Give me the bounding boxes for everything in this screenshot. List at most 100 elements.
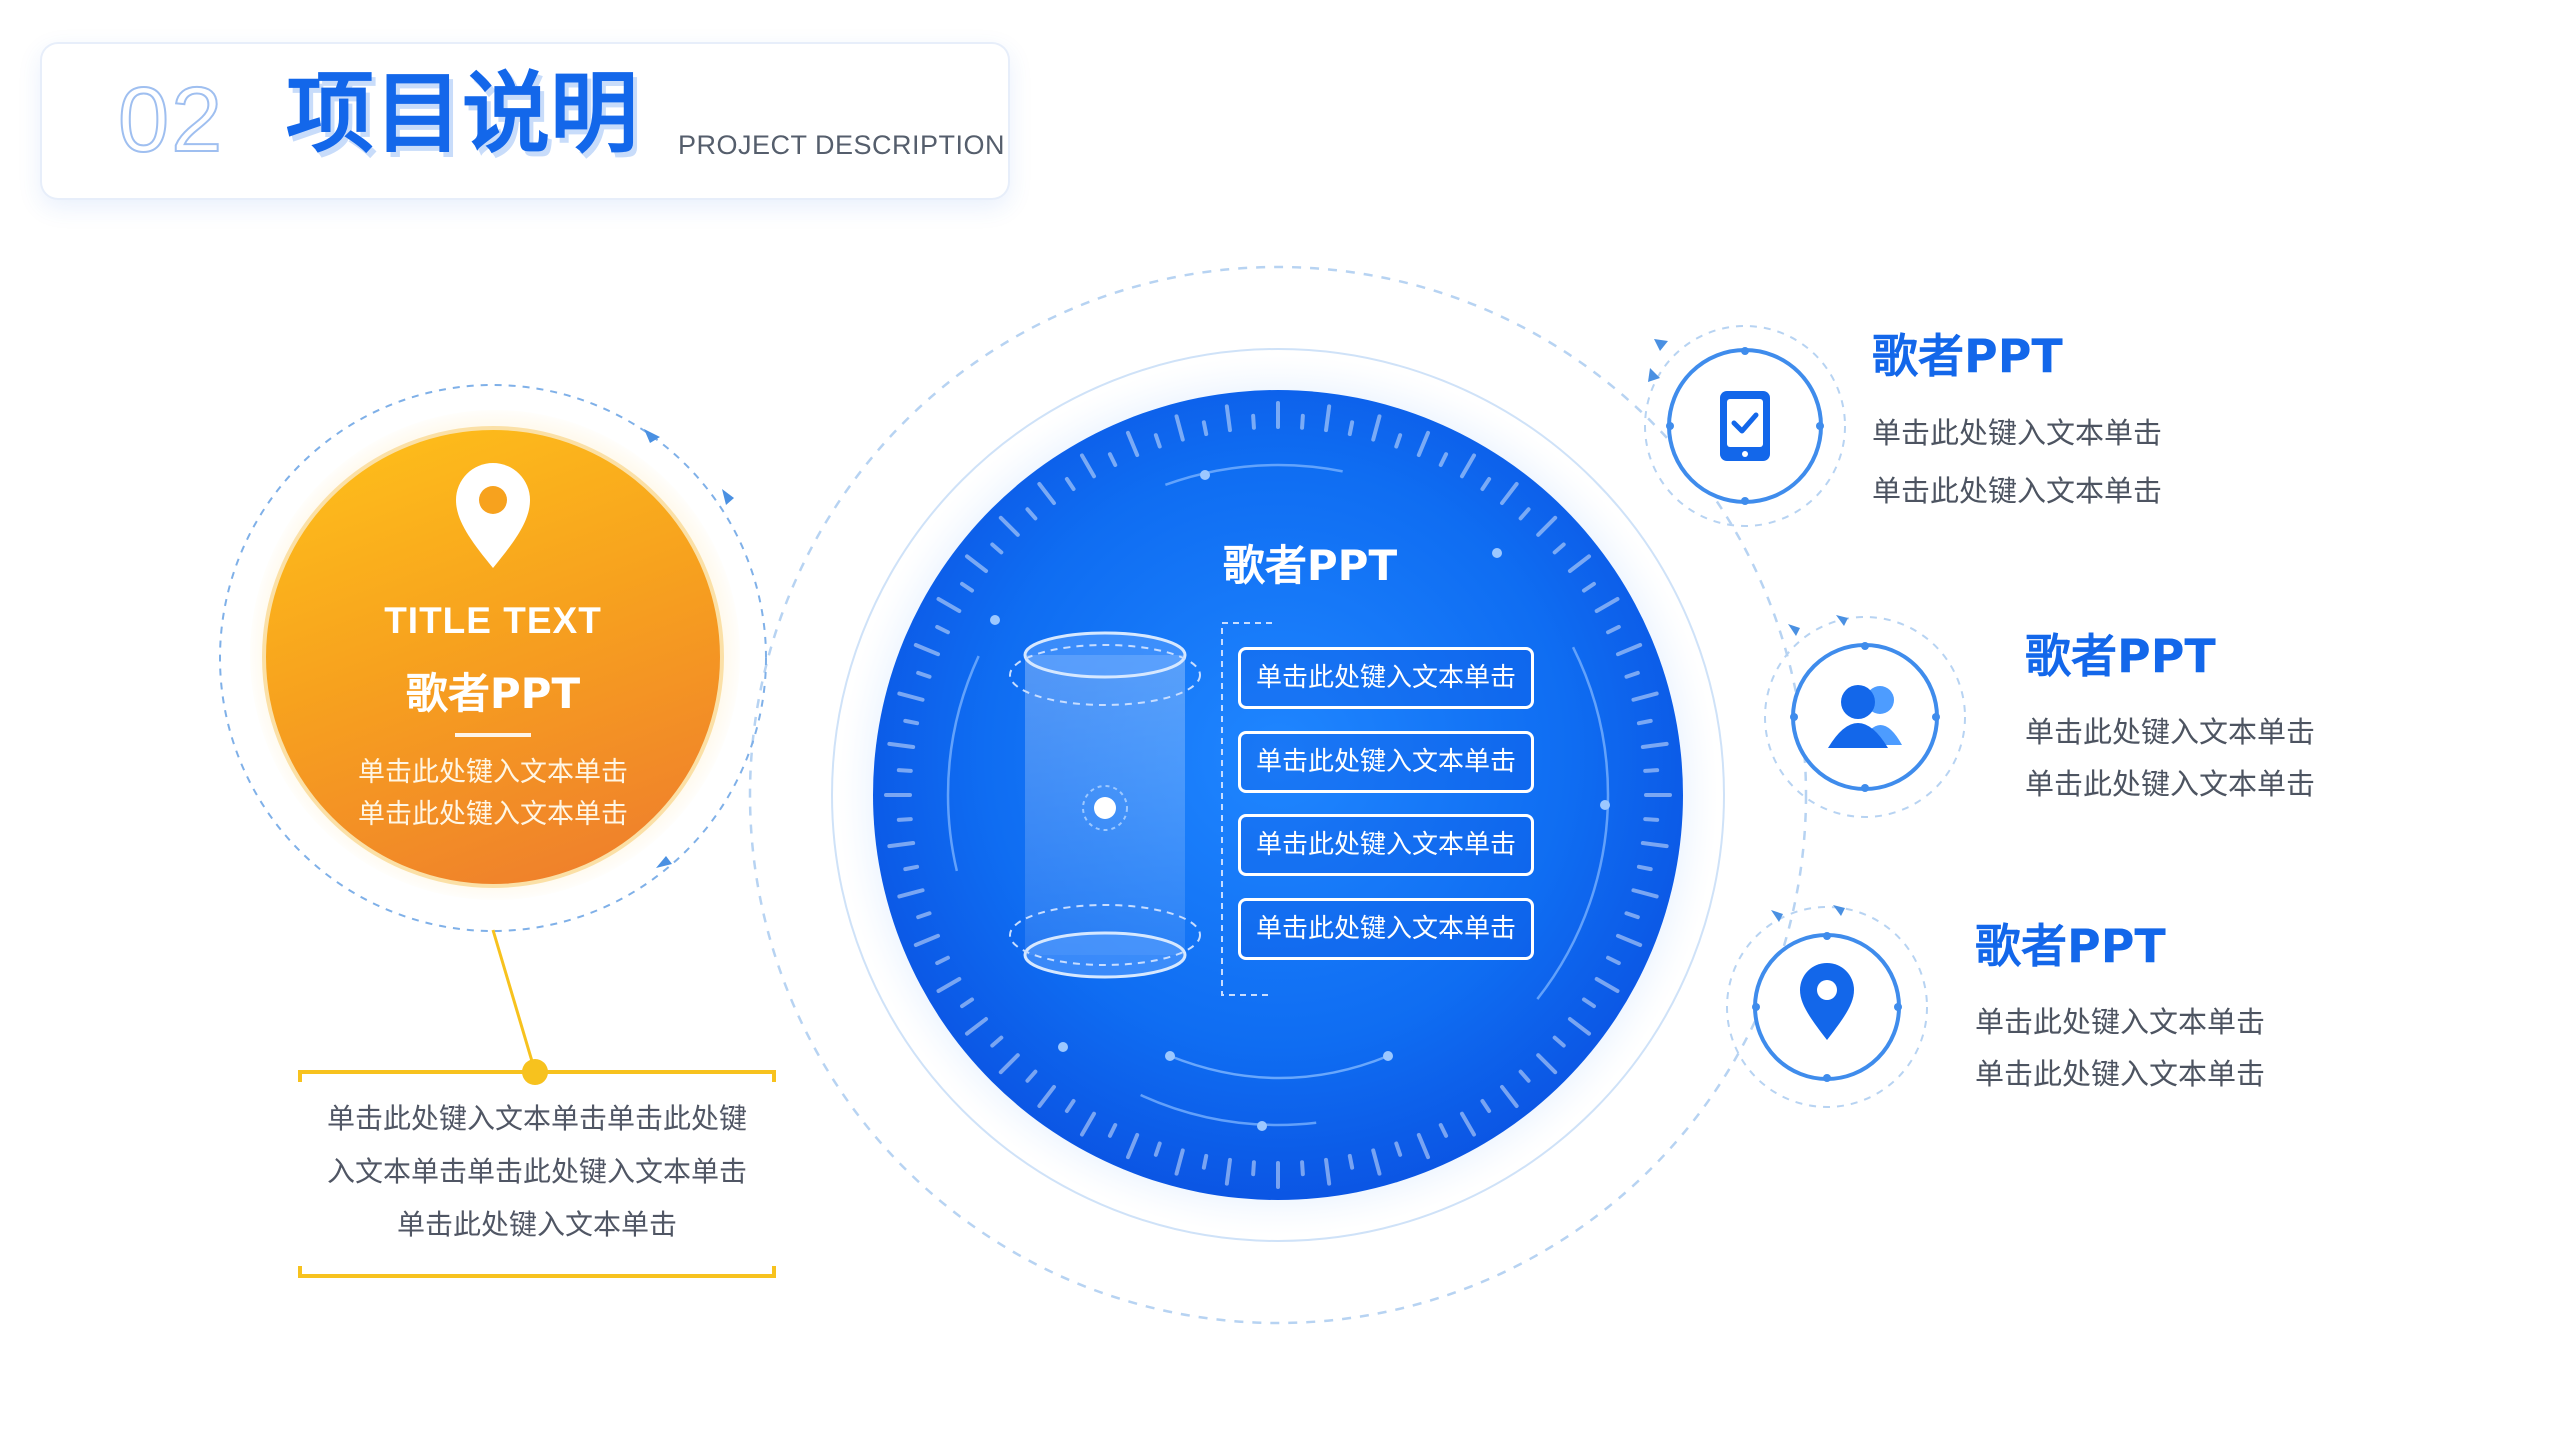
tick-mark <box>913 933 941 948</box>
tick-mark <box>1025 1069 1038 1083</box>
orange-title: TITLE TEXT <box>384 600 602 641</box>
tick-mark <box>1606 955 1621 966</box>
tick-mark <box>1624 911 1640 920</box>
page-subtitle: PROJECT DESCRIPTION <box>678 130 1006 160</box>
tick-mark <box>1438 1123 1449 1138</box>
tick-mark <box>935 955 950 966</box>
inner-arc <box>946 463 1610 1127</box>
tick-mark <box>1567 554 1591 573</box>
users-icon <box>1828 685 1902 748</box>
center-title: 歌者PPT <box>1222 541 1398 590</box>
tick-mark <box>1324 1157 1332 1186</box>
tick-mark <box>1201 420 1209 437</box>
tick-mark <box>1624 670 1640 679</box>
header-card <box>40 42 1010 200</box>
tick-mark <box>935 624 950 635</box>
tick-mark <box>1581 581 1596 593</box>
center-pill[interactable]: 单击此处键入文本单击 <box>1238 731 1534 793</box>
center-pill[interactable]: 单击此处键入文本单击 <box>1238 647 1534 709</box>
tick-mark <box>1643 817 1660 822</box>
tick-mark <box>1606 624 1621 635</box>
tick-mark <box>1536 1053 1558 1075</box>
tick-mark <box>1594 977 1620 993</box>
tick-mark <box>1125 430 1140 458</box>
tick-mark <box>1567 1017 1591 1036</box>
note-line: 入文本单击单击此处键入文本单击 <box>326 1155 747 1188</box>
tick-mark <box>990 1035 1004 1048</box>
tick-mark <box>960 581 975 593</box>
tick-mark <box>887 741 916 749</box>
tick-mark <box>1201 1153 1209 1170</box>
tick-mark <box>1636 864 1653 872</box>
tick-mark <box>1224 1157 1232 1186</box>
tick-mark <box>916 670 932 679</box>
orange-dashed-ring <box>219 384 767 932</box>
tick-mark <box>1224 404 1232 433</box>
tick-mark <box>1064 477 1076 492</box>
note-line: 单击此处键入文本单击 <box>396 1208 677 1241</box>
tick-mark <box>1174 1148 1185 1176</box>
cylinder-graphic <box>1009 631 1201 979</box>
tick-ring <box>884 401 1672 1189</box>
right-item-2-line: 单击此处键入文本单击 <box>2025 767 2316 801</box>
section-number: 02 <box>117 69 225 171</box>
tick-mark <box>1125 1132 1140 1160</box>
tick-mark <box>1037 482 1056 506</box>
right-item-1-title: 歌者PPT <box>1872 329 2063 383</box>
tick-mark <box>1064 1098 1076 1113</box>
tick-mark <box>1552 542 1566 555</box>
note-line: 单击此处键入文本单击单击此处键 <box>326 1102 747 1135</box>
tick-mark <box>998 515 1020 537</box>
tick-mark <box>903 718 920 726</box>
tick-mark <box>1300 1160 1305 1177</box>
tick-mark <box>903 864 920 872</box>
orange-subtitle: 歌者PPT <box>405 669 581 718</box>
tick-mark <box>913 642 941 657</box>
orange-text-line: 单击此处键入文本单击 <box>358 799 628 830</box>
tick-mark <box>1643 768 1660 773</box>
tick-mark <box>1251 413 1256 430</box>
tick-mark <box>936 977 962 993</box>
tick-mark <box>1153 1141 1162 1157</box>
center-pill[interactable]: 单击此处键入文本单击 <box>1238 814 1534 876</box>
tick-mark <box>1153 433 1162 449</box>
right-item-1-line: 单击此处键入文本单击 <box>1872 416 2163 450</box>
tick-mark <box>1251 1160 1256 1177</box>
tick-mark <box>1536 515 1558 537</box>
tick-mark <box>896 817 913 822</box>
thin-ring <box>831 348 1725 1242</box>
tick-mark <box>1500 482 1519 506</box>
tick-mark <box>1594 597 1620 613</box>
center-pill[interactable]: 单击此处键入文本单击 <box>1238 898 1534 960</box>
tick-mark <box>990 542 1004 555</box>
tick-mark <box>1394 1141 1403 1157</box>
tick-mark <box>1615 642 1643 657</box>
tick-mark <box>1371 414 1382 442</box>
outer-dashed-ring <box>748 265 1808 1325</box>
tick-mark <box>936 597 962 613</box>
tick-mark <box>1640 741 1669 749</box>
tick-mark <box>965 554 989 573</box>
tick-mark <box>1460 1111 1476 1137</box>
right-item-2-title: 歌者PPT <box>2025 629 2216 683</box>
tick-mark <box>1107 1123 1118 1138</box>
tick-mark <box>1500 1084 1519 1108</box>
location-pin-icon <box>1800 963 1854 1040</box>
tick-mark <box>897 888 925 899</box>
tick-mark <box>998 1053 1020 1075</box>
center-blue-circle <box>873 390 1683 1200</box>
tick-mark <box>1640 841 1669 849</box>
tick-mark <box>1080 453 1096 479</box>
tick-mark <box>1631 888 1659 899</box>
tick-mark <box>897 691 925 702</box>
right-item-1-line: 单击此处键入文本单击 <box>1872 474 2163 508</box>
tick-mark <box>1480 477 1492 492</box>
tick-mark <box>1460 453 1476 479</box>
tablet-check-icon <box>1720 391 1770 461</box>
right-item-3-line: 单击此处键入文本单击 <box>1975 1005 2266 1039</box>
tick-mark <box>1518 1069 1531 1083</box>
tick-mark <box>887 841 916 849</box>
tick-mark <box>1480 1098 1492 1113</box>
